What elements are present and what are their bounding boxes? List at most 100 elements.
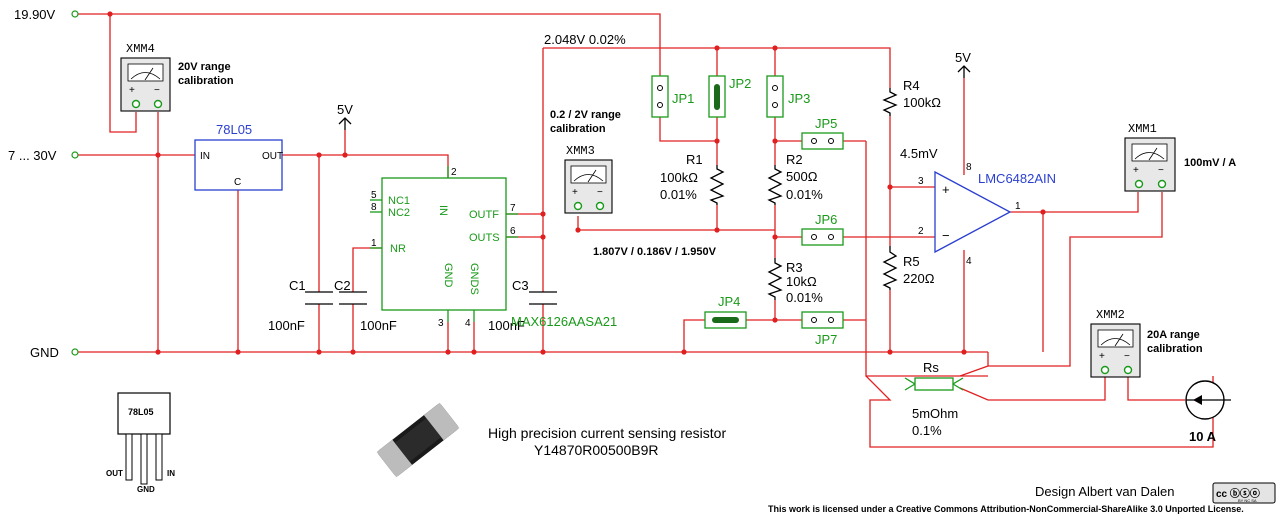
svg-text:JP6: JP6	[815, 212, 837, 227]
svg-text:JP1: JP1	[672, 91, 694, 106]
svg-text:+: +	[129, 85, 135, 96]
resistor-r4: R4 100kΩ	[882, 78, 941, 116]
svg-text:1: 1	[1015, 201, 1021, 212]
svg-text:+: +	[572, 187, 578, 198]
jumper-jp1: JP1	[651, 75, 694, 118]
regulator-78l05: 78L05 IN OUT C	[194, 122, 283, 191]
svg-text:−: −	[1124, 351, 1130, 362]
svg-text:−: −	[597, 187, 603, 198]
jumper-jp2: JP2	[708, 75, 751, 118]
svg-text:5mOhm: 5mOhm	[912, 406, 958, 421]
jumper-jp7: JP7	[801, 311, 844, 347]
svg-text:3: 3	[438, 318, 444, 329]
net-label-offset: 4.5mV	[900, 146, 938, 161]
jumper-jp5: JP5	[801, 116, 844, 150]
jumper-jp6: JP6	[801, 212, 844, 246]
svg-text:cc ⓑⓢⓞ: cc ⓑⓢⓞ	[1216, 487, 1260, 500]
svg-text:100kΩ: 100kΩ	[660, 170, 698, 185]
svg-text:JP7: JP7	[815, 332, 837, 347]
svg-text:8: 8	[966, 162, 972, 173]
svg-text:IN: IN	[167, 469, 175, 478]
capacitor-c1: C1 100nF	[268, 278, 333, 333]
svg-text:NC1: NC1	[388, 195, 410, 207]
svg-text:1: 1	[371, 238, 377, 249]
svg-text:BY NC SA: BY NC SA	[1238, 498, 1257, 503]
svg-text:500Ω: 500Ω	[786, 169, 818, 184]
junction-dots	[107, 11, 1046, 355]
multimeter-xmm3: 0.2 / 2V range calibration XMM3 +−	[550, 109, 621, 214]
svg-text:GND: GND	[442, 263, 454, 288]
svg-text:C2: C2	[334, 278, 351, 293]
svg-text:−: −	[942, 228, 950, 243]
svg-text:OUTF: OUTF	[469, 209, 499, 221]
svg-text:R5: R5	[903, 254, 920, 269]
svg-text:calibration: calibration	[1147, 343, 1203, 355]
svg-text:100kΩ: 100kΩ	[903, 95, 941, 110]
current-source: 10 A	[1185, 380, 1231, 444]
svg-text:MAX6126AASA21: MAX6126AASA21	[511, 314, 617, 329]
sense-resistor-caption-1: High precision current sensing resistor	[488, 425, 726, 441]
svg-text:R2: R2	[786, 152, 803, 167]
capacitor-c2: C2 100nF	[334, 278, 397, 333]
svg-text:LMC6482AIN: LMC6482AIN	[978, 171, 1056, 186]
svg-text:JP3: JP3	[788, 91, 810, 106]
svg-text:20A range: 20A range	[1147, 329, 1200, 341]
svg-text:IN: IN	[437, 205, 449, 216]
net-label-19v90: 19.90V	[14, 7, 56, 22]
jumper-jp3: JP3	[766, 75, 810, 118]
svg-text:78L05: 78L05	[128, 407, 154, 417]
svg-text:0.01%: 0.01%	[660, 187, 697, 202]
net-label-vref: 2.048V 0.02%	[544, 32, 626, 47]
svg-text:NC2: NC2	[388, 207, 410, 219]
svg-text:calibration: calibration	[550, 123, 606, 135]
opamp-lmc6482: + − 3 2 1 8 4 LMC6482AIN	[918, 162, 1056, 267]
svg-text:7: 7	[510, 203, 516, 214]
cc-license-badge[interactable]: cc ⓑⓢⓞ BY NC SA	[1212, 482, 1276, 504]
svg-text:100mV / A: 100mV / A	[1184, 157, 1236, 169]
net-label-divider: 1.807V / 0.186V / 1.950V	[593, 246, 717, 258]
svg-text:JP5: JP5	[815, 116, 837, 131]
multimeter-xmm4: XMM4 + − 20V range calibration	[120, 42, 234, 112]
svg-text:R4: R4	[903, 78, 920, 93]
svg-text:JP2: JP2	[729, 76, 751, 91]
svg-text:NR: NR	[390, 243, 406, 255]
svg-text:0.01%: 0.01%	[786, 290, 823, 305]
svg-text:+: +	[1133, 165, 1139, 176]
power-symbol-5v-a: 5V	[337, 102, 353, 130]
svg-text:OUT: OUT	[262, 151, 283, 162]
svg-text:R3: R3	[786, 260, 803, 275]
svg-text:20V range: 20V range	[178, 61, 231, 73]
resistor-rs: Rs 5mOhm 0.1%	[904, 360, 964, 438]
sense-resistor-caption-2: Y14870R00500B9R	[534, 442, 659, 458]
svg-text:5V: 5V	[955, 50, 971, 65]
svg-text:−: −	[1158, 165, 1164, 176]
svg-text:10kΩ: 10kΩ	[786, 274, 817, 289]
svg-text:−: −	[154, 85, 160, 96]
svg-text:OUTS: OUTS	[469, 232, 500, 244]
svg-text:C1: C1	[289, 278, 306, 293]
svg-text:0.1%: 0.1%	[912, 423, 942, 438]
svg-text:OUT: OUT	[106, 469, 123, 478]
resistor-r1: R1 100kΩ 0.01%	[660, 152, 725, 205]
svg-text:calibration: calibration	[178, 75, 234, 87]
designer-credit: Design Albert van Dalen	[1035, 484, 1174, 499]
net-label-vin: 7 ... 30V	[8, 148, 57, 163]
svg-text:8: 8	[371, 202, 377, 213]
svg-text:100nF: 100nF	[488, 318, 525, 333]
svg-text:78L05: 78L05	[216, 122, 252, 137]
svg-text:4: 4	[465, 318, 471, 329]
svg-text:IN: IN	[200, 151, 210, 162]
svg-text:C3: C3	[512, 278, 529, 293]
svg-text:XMM2: XMM2	[1096, 308, 1125, 322]
multimeter-xmm1: XMM1 +− 100mV / A	[1124, 122, 1236, 192]
svg-text:R1: R1	[686, 152, 703, 167]
svg-text:2: 2	[451, 167, 457, 178]
svg-text:10 A: 10 A	[1189, 429, 1217, 444]
svg-text:0.01%: 0.01%	[786, 187, 823, 202]
svg-text:5: 5	[371, 190, 377, 201]
svg-text:XMM4: XMM4	[126, 42, 155, 56]
resistor-r3: R3 10kΩ 0.01%	[767, 258, 823, 305]
svg-text:Rs: Rs	[923, 360, 939, 375]
svg-text:XMM3: XMM3	[566, 144, 595, 158]
